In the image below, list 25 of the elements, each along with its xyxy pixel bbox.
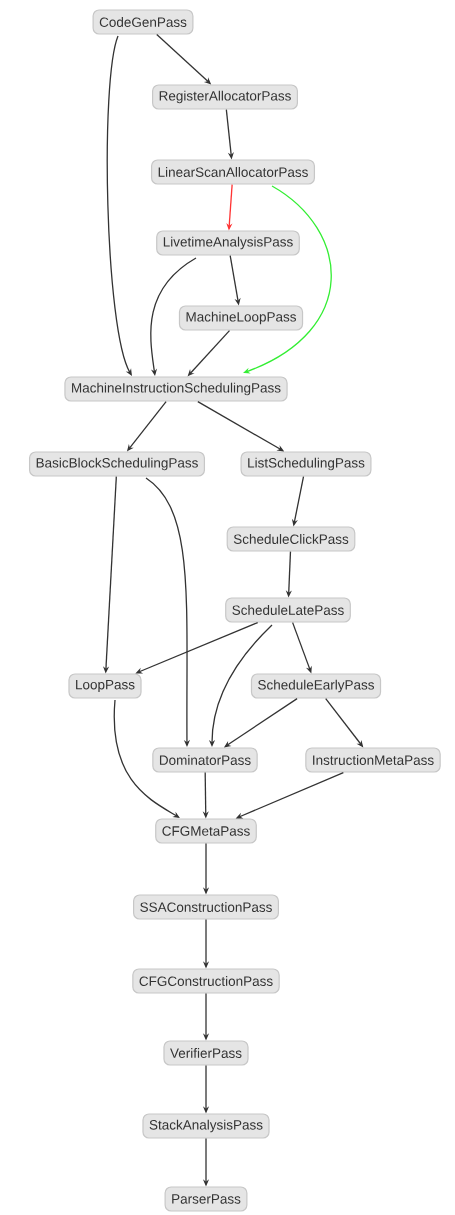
arrow (243, 185, 332, 374)
arrow (113, 699, 180, 818)
pass-box: CFGConstructionPass (132, 968, 280, 994)
pass-box: LoopPass (68, 673, 142, 699)
pass-box: ScheduleLatePass (225, 597, 351, 623)
pass-box: CFGMetaPass (155, 818, 257, 844)
pass-box: InstructionMetaPass (305, 747, 441, 773)
pass-box: MachineInstructionSchedulingPass (64, 376, 288, 402)
pass-box: ParserPass (164, 1186, 248, 1212)
pass-box: BasicBlockSchedulingPass (28, 451, 205, 477)
pass-box: ListSchedulingPass (240, 451, 372, 477)
arrow (150, 257, 197, 376)
pass-box: LinearScanAllocatorPass (151, 159, 316, 185)
arrow (106, 35, 132, 376)
pass-box: CodeGenPass (92, 9, 194, 35)
pass-box: VerifierPass (163, 1040, 249, 1066)
pass-box: LivetimeAnalysisPass (156, 230, 300, 256)
pass-box: RegisterAllocatorPass (152, 84, 298, 110)
pass-box: StackAnalysisPass (142, 1113, 270, 1139)
pass-box: SSAConstructionPass (133, 894, 279, 920)
pass-box: ScheduleEarlyPass (250, 673, 382, 699)
pass-box: ScheduleClickPass (226, 526, 356, 552)
pass-box: MachineLoopPass (178, 305, 304, 331)
arrow (145, 477, 191, 747)
pass-box: DominatorPass (152, 747, 258, 773)
